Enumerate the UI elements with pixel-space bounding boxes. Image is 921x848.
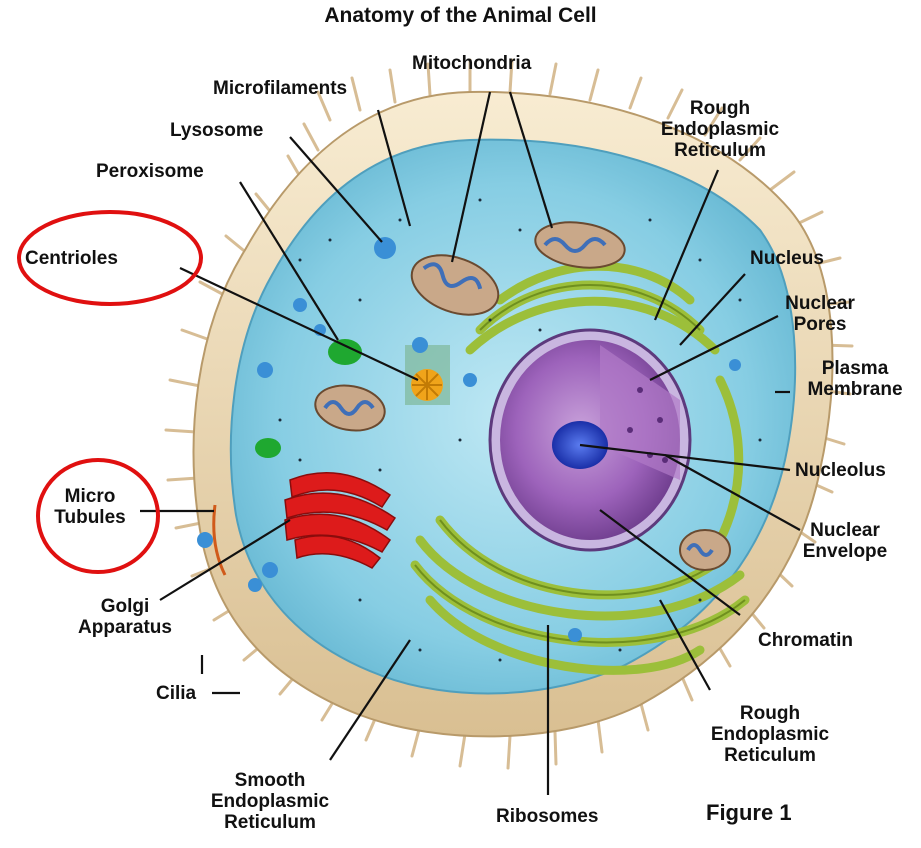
- label-nuclear-pores: Nuclear Pores: [775, 293, 865, 335]
- label-nuclear-envelope-line2: Envelope: [790, 541, 900, 562]
- label-nuclear-pores-line1: Nuclear: [775, 293, 865, 314]
- label-rough-er-bottom-line1: Rough: [700, 703, 840, 724]
- label-rough-er-top-line3: Reticulum: [650, 140, 790, 161]
- label-chromatin: Chromatin: [758, 630, 853, 651]
- diagram-title: Anatomy of the Animal Cell: [0, 4, 921, 28]
- label-smooth-er-line2: Endoplasmic: [200, 791, 340, 812]
- label-lysosome: Lysosome: [170, 120, 263, 141]
- label-plasma-membrane: Plasma Membrane: [795, 358, 915, 400]
- label-cilia: Cilia: [156, 683, 196, 704]
- label-nuclear-envelope-line1: Nuclear: [790, 520, 900, 541]
- label-rough-er-bottom-line3: Reticulum: [700, 745, 840, 766]
- label-nuclear-envelope: Nuclear Envelope: [790, 520, 900, 562]
- label-mitochondria: Mitochondria: [412, 53, 531, 74]
- label-golgi-line2: Apparatus: [70, 617, 180, 638]
- label-peroxisome: Peroxisome: [96, 161, 204, 182]
- label-centrioles: Centrioles: [25, 248, 118, 269]
- label-smooth-er-line1: Smooth: [200, 770, 340, 791]
- label-rough-er-bottom: Rough Endoplasmic Reticulum: [700, 703, 840, 766]
- label-microfilaments: Microfilaments: [213, 78, 347, 99]
- label-plasma-membrane-line1: Plasma: [795, 358, 915, 379]
- label-micro-tubules-line1: Micro: [45, 486, 135, 507]
- label-rough-er-top: Rough Endoplasmic Reticulum: [650, 98, 790, 161]
- label-nucleolus: Nucleolus: [795, 460, 886, 481]
- label-golgi-line1: Golgi: [70, 596, 180, 617]
- label-micro-tubules: Micro Tubules: [45, 486, 135, 528]
- centriole-shape: [405, 345, 450, 405]
- label-smooth-er: Smooth Endoplasmic Reticulum: [200, 770, 340, 833]
- label-rough-er-top-line1: Rough: [650, 98, 790, 119]
- label-micro-tubules-line2: Tubules: [45, 507, 135, 528]
- label-nucleus: Nucleus: [750, 248, 824, 269]
- label-ribosomes: Ribosomes: [496, 806, 598, 827]
- label-plasma-membrane-line2: Membrane: [795, 379, 915, 400]
- label-rough-er-bottom-line2: Endoplasmic: [700, 724, 840, 745]
- label-rough-er-top-line2: Endoplasmic: [650, 119, 790, 140]
- label-golgi-apparatus: Golgi Apparatus: [70, 596, 180, 638]
- figure-label: Figure 1: [706, 800, 792, 826]
- label-smooth-er-line3: Reticulum: [200, 812, 340, 833]
- label-nuclear-pores-line2: Pores: [775, 314, 865, 335]
